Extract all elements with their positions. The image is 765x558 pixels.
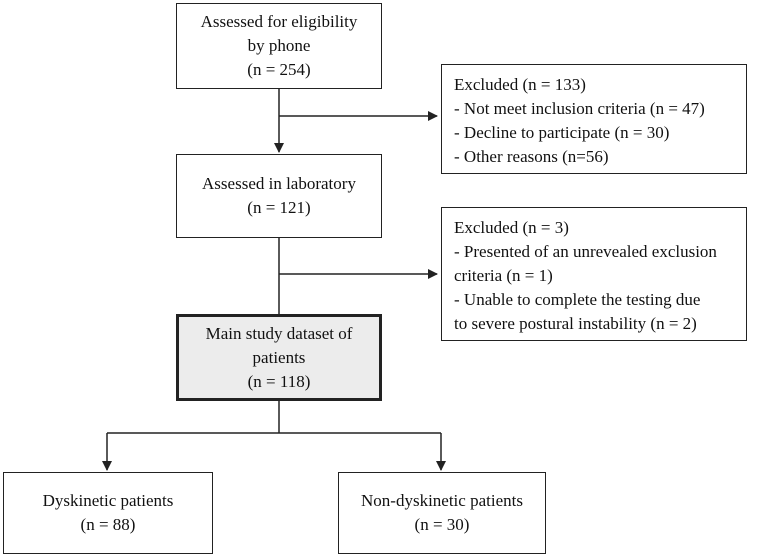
main-line-1: Main study dataset of [205, 323, 353, 343]
excluded1-box: Excluded (n = 133) - Not meet inclusion … [441, 64, 747, 174]
laboratory-line-1: Assessed in laboratory [202, 174, 356, 193]
dyskinetic-count: (n = 88) [80, 515, 136, 534]
excluded1-item-2: - Decline to participate (n = 30) [454, 123, 670, 142]
eligibility-line-2: by phone [247, 36, 311, 55]
excluded1-title: Excluded (n = 133) [454, 75, 586, 94]
dyskinetic-label: Dyskinetic patients [42, 491, 174, 510]
main-count: (n = 118) [247, 371, 311, 391]
eligibility-count: (n = 254) [247, 60, 311, 79]
excluded2-box: Excluded (n = 3) - Presented of an unrev… [441, 207, 747, 341]
eligibility-box: Assessed for eligibility by phone (n = 2… [176, 3, 382, 89]
main-line-2: patients [252, 347, 306, 367]
main-dataset-box: Main study dataset of patients (n = 118) [176, 314, 382, 401]
dyskinetic-box: Dyskinetic patients (n = 88) [3, 472, 213, 554]
nondyskinetic-box: Non-dyskinetic patients (n = 30) [338, 472, 546, 554]
eligibility-line-1: Assessed for eligibility [200, 12, 358, 31]
excluded2-item-1a: - Presented of an unrevealed exclusion [454, 242, 717, 261]
nondyskinetic-label: Non-dyskinetic patients [361, 491, 523, 510]
excluded2-title: Excluded (n = 3) [454, 218, 569, 237]
excluded2-item-2a: - Unable to complete the testing due [454, 290, 701, 309]
excluded1-item-3: - Other reasons (n=56) [454, 147, 609, 166]
laboratory-box: Assessed in laboratory (n = 121) [176, 154, 382, 238]
excluded2-item-1b: criteria (n = 1) [454, 266, 553, 285]
laboratory-count: (n = 121) [247, 198, 311, 217]
excluded2-item-2b: to severe postural instability (n = 2) [454, 314, 697, 333]
nondyskinetic-count: (n = 30) [414, 515, 470, 534]
excluded1-item-1: - Not meet inclusion criteria (n = 47) [454, 99, 705, 118]
